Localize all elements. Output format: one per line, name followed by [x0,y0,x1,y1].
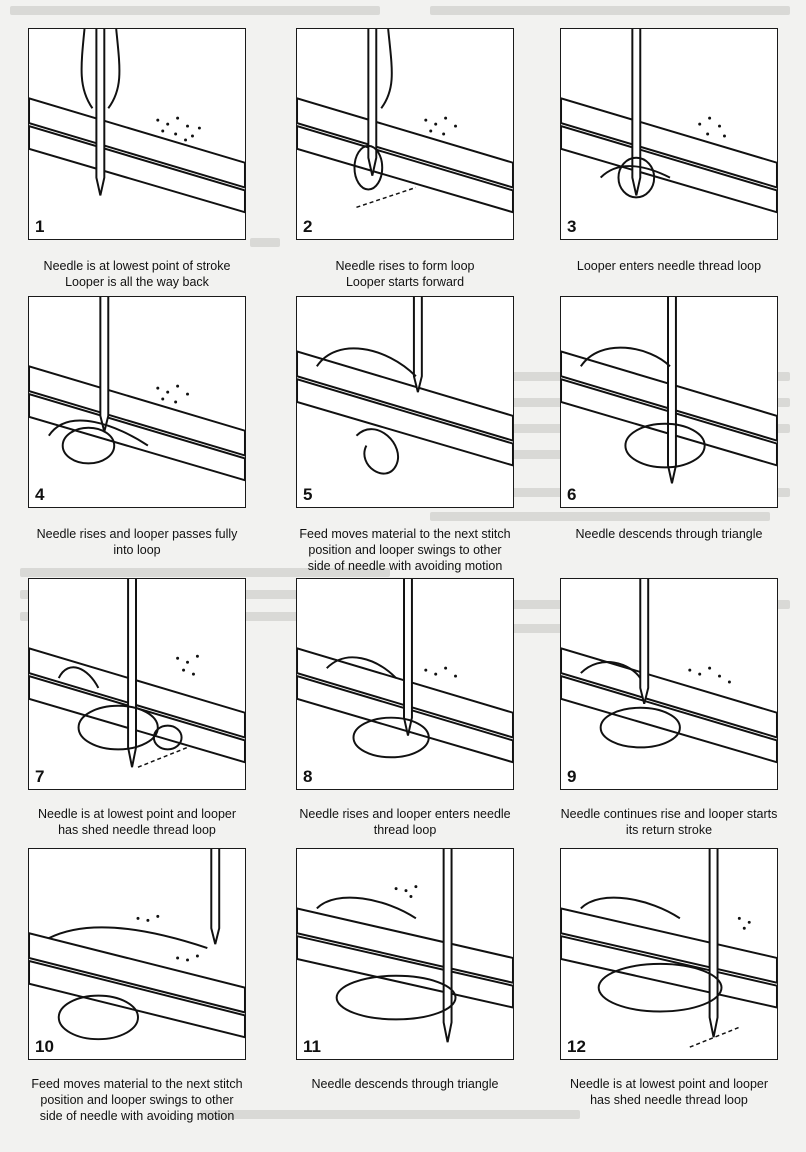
step-caption: Looper enters needle thread loop [576,259,762,273]
step-caption: Needle rises to form loop Looper starts … [335,259,475,289]
step-number: 12 [567,1037,586,1056]
sewing-illustration [297,849,513,1043]
step-caption: Needle is at lowest point and looper has… [37,807,237,837]
sewing-illustration [561,29,777,214]
sewing-illustration [561,849,777,1048]
sewing-illustration [29,579,245,768]
step-number: 8 [303,767,313,786]
step-number: 10 [35,1037,54,1056]
step-caption: Needle continues rise and looper starts … [560,807,778,837]
step-panel-7: 7 [28,578,246,790]
sewing-illustration [29,849,245,1041]
sewing-illustration [561,579,777,764]
step-number: 2 [303,217,313,236]
sewing-illustration [297,29,513,214]
step-panel-10: 10 [28,848,246,1060]
step-panel-2: 2 [296,28,514,240]
step-panel-9: 9 [560,578,778,790]
step-caption: Needle rises and looper passes fully int… [36,527,238,557]
step-panel-12: 12 [560,848,778,1060]
step-panel-4: 4 [28,296,246,508]
step-panel-8: 8 [296,578,514,790]
step-panel-3: 3 [560,28,778,240]
step-caption: Needle descends through triangle [311,1077,499,1091]
step-number: 7 [35,767,45,786]
step-panel-5: 5 [296,296,514,508]
sewing-illustration [29,297,245,482]
step-panel-6: 6 [560,296,778,508]
step-number: 4 [35,485,45,504]
sewing-illustration [297,297,513,475]
step-number: 9 [567,767,577,786]
step-panel-11: 11 [296,848,514,1060]
step-number: 3 [567,217,577,236]
step-number: 1 [35,217,45,236]
step-caption: Needle is at lowest point of stroke Loop… [43,259,231,289]
step-panel-1: 1 [28,28,246,240]
step-caption: Needle descends through triangle [575,527,763,541]
step-caption: Feed moves material to the next stitch p… [31,1077,243,1123]
sewing-illustration [561,297,777,484]
step-number: 6 [567,485,577,504]
step-number: 11 [303,1037,321,1056]
step-caption: Needle is at lowest point and looper has… [569,1077,769,1107]
step-caption: Feed moves material to the next stitch p… [299,527,511,573]
step-number: 5 [303,485,313,504]
step-caption: Needle rises and looper enters needle th… [299,807,511,837]
sewing-illustration [297,579,513,764]
sewing-illustration [29,29,245,214]
